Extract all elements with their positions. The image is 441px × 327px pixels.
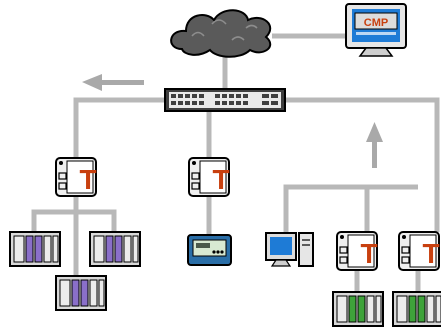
tap-letter: T	[360, 238, 377, 269]
plc-rack-icon	[89, 231, 141, 267]
controller-panel-icon	[187, 234, 232, 266]
connection-links	[31, 33, 440, 292]
tap-letter: T	[79, 164, 96, 195]
network-switch-icon	[164, 88, 286, 112]
plc-rack-icon	[392, 291, 441, 327]
plc-rack-icon	[332, 291, 384, 327]
desktop-computer-icon	[265, 232, 314, 267]
plc-rack-icon	[9, 231, 61, 267]
cloud-icon	[170, 9, 272, 58]
plc-rack-icon	[55, 275, 107, 311]
tap-letter: T	[212, 164, 229, 195]
left-arrow-icon	[82, 74, 144, 91]
cmp-workstation-icon	[345, 3, 407, 57]
cmp-label: CMP	[364, 17, 388, 29]
tap-letter: T	[422, 238, 439, 269]
up-arrow-icon	[366, 122, 383, 168]
